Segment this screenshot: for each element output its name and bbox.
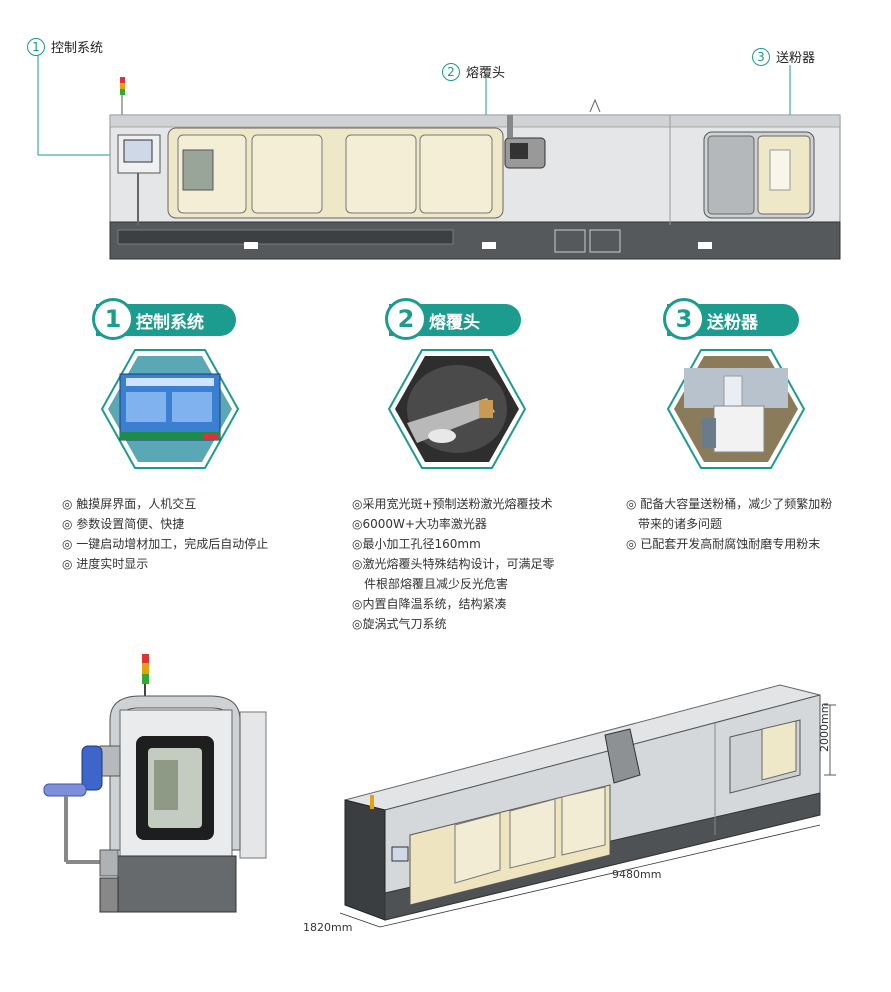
powder-feeder-hexagon-image xyxy=(666,349,806,469)
section-number: 2 xyxy=(385,298,427,340)
section-title: 熔覆头 xyxy=(429,312,480,333)
cladding-head-hexagon-image xyxy=(387,349,527,469)
callout-powder-feeder: 3 送粉器 xyxy=(752,47,815,66)
feature-item: ◎6000W+大功率激光器 xyxy=(352,517,487,531)
powder-feeder-features: ◎ 配备大容量送粉桶，减少了频繁加粉 带来的诸多问题 ◎ 已配套开发高耐腐蚀耐磨… xyxy=(626,494,832,554)
dimension-length: 9480mm xyxy=(612,868,662,881)
machine-front-view xyxy=(37,55,841,260)
control-system-features: ◎ 触摸屏界面，人机交互 ◎ 参数设置简便、快捷 ◎ 一键启动增材加工，完成后自… xyxy=(62,494,268,574)
callout-label: 熔覆头 xyxy=(466,66,506,81)
callout-label: 控制系统 xyxy=(51,41,104,56)
callout-label: 送粉器 xyxy=(776,51,816,66)
machine-isometric-view xyxy=(339,684,836,928)
dimension-height: 2000mm xyxy=(818,702,831,752)
feature-item: 带来的诸多问题 xyxy=(626,517,723,531)
feature-item: ◎ 一键启动增材加工，完成后自动停止 xyxy=(62,537,269,551)
machine-side-view xyxy=(43,654,267,913)
feature-item: ◎ 触摸屏界面，人机交互 xyxy=(62,497,197,511)
feature-item: 件根部熔覆且减少反光危害 xyxy=(352,577,509,591)
feature-item: ◎旋涡式气刀系统 xyxy=(352,617,447,631)
feature-item: ◎ 配备大容量送粉桶，减少了频繁加粉 xyxy=(626,497,833,511)
feature-item: ◎最小加工孔径160mm xyxy=(352,537,481,551)
touchscreen-hexagon-image xyxy=(100,349,240,469)
section-title-powder-feeder: 3 送粉器 xyxy=(663,298,799,340)
feature-item: ◎ 参数设置简便、快捷 xyxy=(62,517,185,531)
feature-item: ◎内置自降温系统，结构紧凑 xyxy=(352,597,507,611)
callout-number: 2 xyxy=(442,62,460,81)
feature-item: ◎ 已配套开发高耐腐蚀耐磨专用粉末 xyxy=(626,537,821,551)
section-title-control-system: 1 控制系统 xyxy=(92,298,236,340)
callout-number: 3 xyxy=(752,47,770,66)
feature-item: ◎ 进度实时显示 xyxy=(62,557,149,571)
section-title: 控制系统 xyxy=(136,312,204,333)
callout-control-system: 1 控制系统 xyxy=(27,37,103,56)
feature-item: ◎激光熔覆头特殊结构设计，可满足零 xyxy=(352,557,555,571)
section-number: 3 xyxy=(663,298,705,340)
cladding-head-features: ◎采用宽光斑+预制送粉激光熔覆技术 ◎6000W+大功率激光器 ◎最小加工孔径1… xyxy=(352,494,554,634)
dimension-width: 1820mm xyxy=(303,921,353,934)
feature-item: ◎采用宽光斑+预制送粉激光熔覆技术 xyxy=(352,497,553,511)
callout-number: 1 xyxy=(27,37,45,56)
section-number: 1 xyxy=(92,298,134,340)
callout-cladding-head: 2 熔覆头 xyxy=(442,62,505,81)
section-title-cladding-head: 2 熔覆头 xyxy=(385,298,521,340)
section-title: 送粉器 xyxy=(707,312,758,333)
